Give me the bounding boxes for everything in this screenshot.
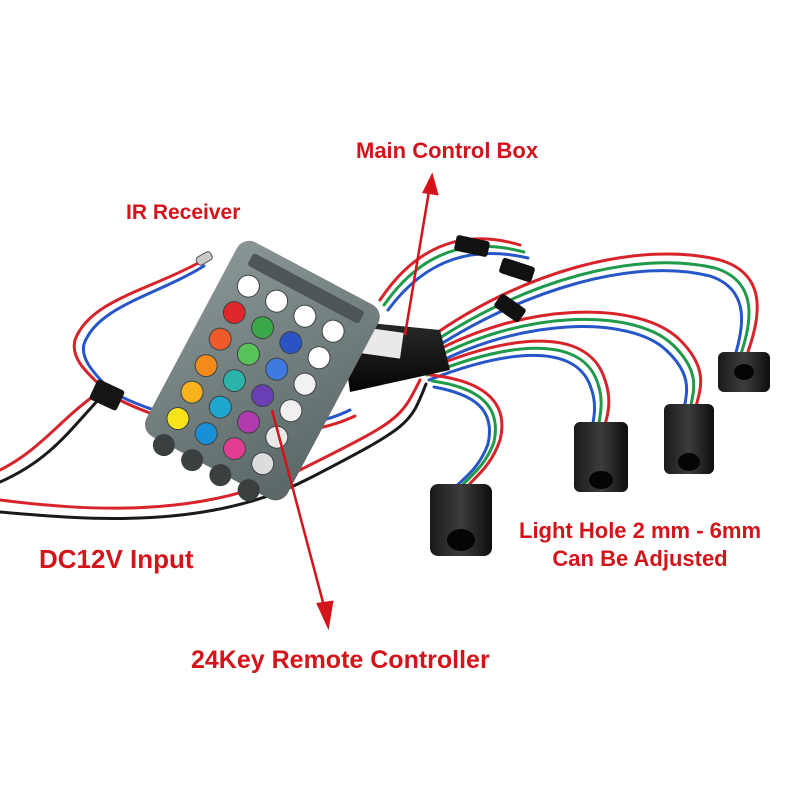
pointer-arrows (270, 172, 439, 631)
remote-button (208, 327, 232, 351)
remote-button (307, 346, 331, 370)
remote-button-dark (152, 434, 175, 457)
label-ir-receiver: IR Receiver (126, 201, 241, 224)
remote-button (251, 452, 275, 476)
remote-button (194, 422, 218, 446)
arrow-remote (270, 409, 327, 611)
remote-button (222, 301, 246, 325)
remote-button (293, 304, 317, 328)
remote-button (237, 410, 261, 434)
remote-button (236, 274, 260, 298)
label-dc-input: DC12V Input (39, 544, 194, 574)
remote-button (180, 380, 204, 404)
label-main-control-box: Main Control Box (356, 138, 539, 163)
remote-button (222, 437, 246, 461)
label-light-hole-line2: Can Be Adjusted (552, 545, 728, 571)
ir-receiver-head (195, 251, 213, 266)
remote-button (251, 316, 275, 340)
remote-button (293, 372, 317, 396)
light-nozzles (430, 352, 770, 556)
remote-controller (145, 240, 380, 502)
remote-button (236, 342, 260, 366)
remote-button (265, 425, 289, 449)
light-nozzle-1 (718, 352, 770, 392)
remote-button (194, 354, 218, 378)
remote-button (279, 331, 303, 355)
remote-button (222, 369, 246, 393)
remote-button (265, 357, 289, 381)
label-light-hole: Light Hole 2 mm - 6mm Can Be Adjusted (519, 517, 761, 573)
inline-connector (89, 379, 125, 411)
remote-button-dark (181, 449, 204, 472)
remote-button (265, 289, 289, 313)
remote-button-dark (209, 464, 232, 487)
label-remote-controller: 24Key Remote Controller (191, 646, 490, 674)
light-nozzle-4 (430, 484, 492, 556)
remote-button-grid (152, 274, 345, 502)
output-wire-bundles (378, 237, 759, 492)
remote-button (208, 395, 232, 419)
remote-button-dark (237, 479, 260, 502)
light-nozzle-3 (574, 422, 628, 492)
arrow-main-box-head (422, 172, 439, 196)
remote-button (166, 407, 190, 431)
bundle-connectors (454, 235, 535, 322)
remote-button (321, 319, 345, 343)
arrow-main-box (403, 184, 432, 336)
light-nozzle-2 (664, 404, 714, 474)
remote-button (279, 399, 303, 423)
remote-button (251, 384, 275, 408)
label-light-hole-line1: Light Hole 2 mm - 6mm (519, 518, 762, 543)
arrow-remote-head (316, 600, 334, 631)
